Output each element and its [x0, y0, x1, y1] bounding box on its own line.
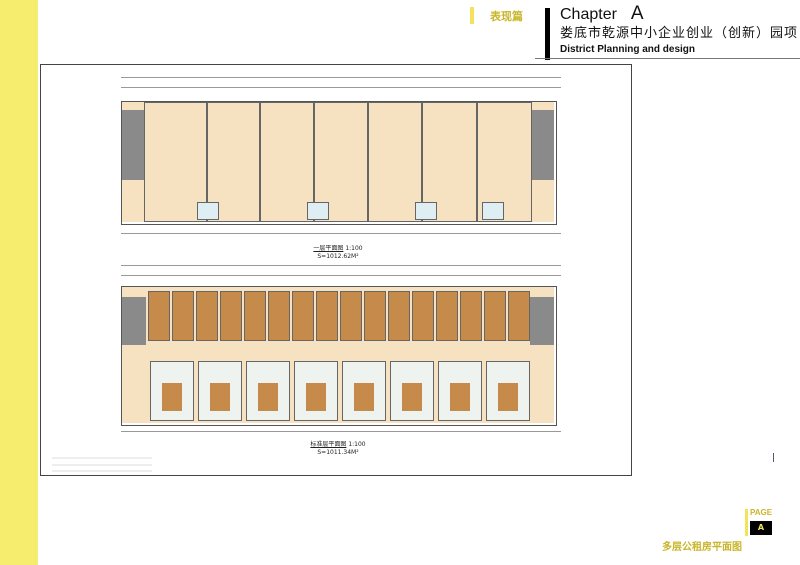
ground-floor-plan: [121, 101, 557, 225]
shop-unit: [260, 102, 314, 222]
shop-unit: [314, 102, 368, 222]
bedroom: [258, 383, 278, 411]
apartment-unit: [340, 291, 362, 341]
shop-unit: [144, 102, 207, 222]
restroom: [415, 202, 437, 220]
standard-floor-plan: [121, 286, 557, 426]
bedroom: [306, 383, 326, 411]
shop-unit: [477, 102, 532, 222]
bedroom: [210, 383, 230, 411]
apartment-unit: [484, 291, 506, 341]
apartment-unit: [460, 291, 482, 341]
dimension-line: [121, 265, 561, 266]
chapter-heading: Chapter A: [560, 3, 644, 24]
chapter-bar: [545, 8, 550, 60]
section-tag: 表现篇: [490, 10, 523, 23]
chapter-label: Chapter: [560, 6, 617, 23]
shop-unit: [422, 102, 477, 222]
apartment-unit: [150, 361, 194, 421]
dimension-line: [121, 233, 561, 234]
bedroom: [354, 383, 374, 411]
apartment-unit: [316, 291, 338, 341]
floor-area: [122, 287, 554, 423]
apartment-unit: [244, 291, 266, 341]
section-tag-bar: [470, 7, 474, 24]
apartment-unit: [412, 291, 434, 341]
bedroom: [162, 383, 182, 411]
yellow-side-strip: [0, 0, 38, 565]
plan-area: S=1011.34M²: [317, 449, 359, 456]
dimension-line: [121, 87, 561, 88]
apartment-unit: [148, 291, 170, 341]
margin-mark: [773, 453, 774, 462]
page-letter: A: [750, 521, 772, 535]
stairwell: [532, 110, 554, 180]
page-bar: [745, 509, 748, 536]
chapter-letter: A: [630, 3, 644, 24]
apartment-unit: [388, 291, 410, 341]
bedroom: [402, 383, 422, 411]
apartment-unit: [198, 361, 242, 421]
apartment-unit: [172, 291, 194, 341]
apartment-unit: [292, 291, 314, 341]
apartment-unit: [364, 291, 386, 341]
page-caption: 多层公租房平面图: [662, 542, 742, 553]
plan-scale: 1:100: [345, 245, 363, 252]
dimension-line: [121, 275, 561, 276]
restroom: [307, 202, 329, 220]
bedroom: [450, 383, 470, 411]
header-divider: [535, 58, 800, 59]
apartment-unit: [436, 291, 458, 341]
dimension-line: [121, 431, 561, 432]
plan-scale: 1:100: [348, 441, 366, 448]
stairwell: [122, 110, 144, 180]
shop-unit: [207, 102, 260, 222]
apartment-unit: [508, 291, 530, 341]
subtitle: District Planning and design: [560, 44, 696, 55]
page-label: PAGE: [750, 508, 773, 517]
restroom: [482, 202, 504, 220]
apartment-unit: [220, 291, 242, 341]
plan-title: 一层平面图: [313, 245, 344, 252]
plan-title: 标准层平面图: [310, 441, 347, 448]
plan-area: S=1012.62M²: [317, 253, 359, 260]
stairwell: [530, 297, 554, 345]
shop-unit: [368, 102, 422, 222]
dimension-line: [121, 77, 561, 78]
stairwell: [122, 297, 146, 345]
project-title: 娄底市乾源中小企业创业（创新）园项目: [560, 26, 800, 41]
restroom: [197, 202, 219, 220]
apartment-unit: [268, 291, 290, 341]
area-table: [52, 457, 152, 472]
bedroom: [498, 383, 518, 411]
apartment-unit: [196, 291, 218, 341]
